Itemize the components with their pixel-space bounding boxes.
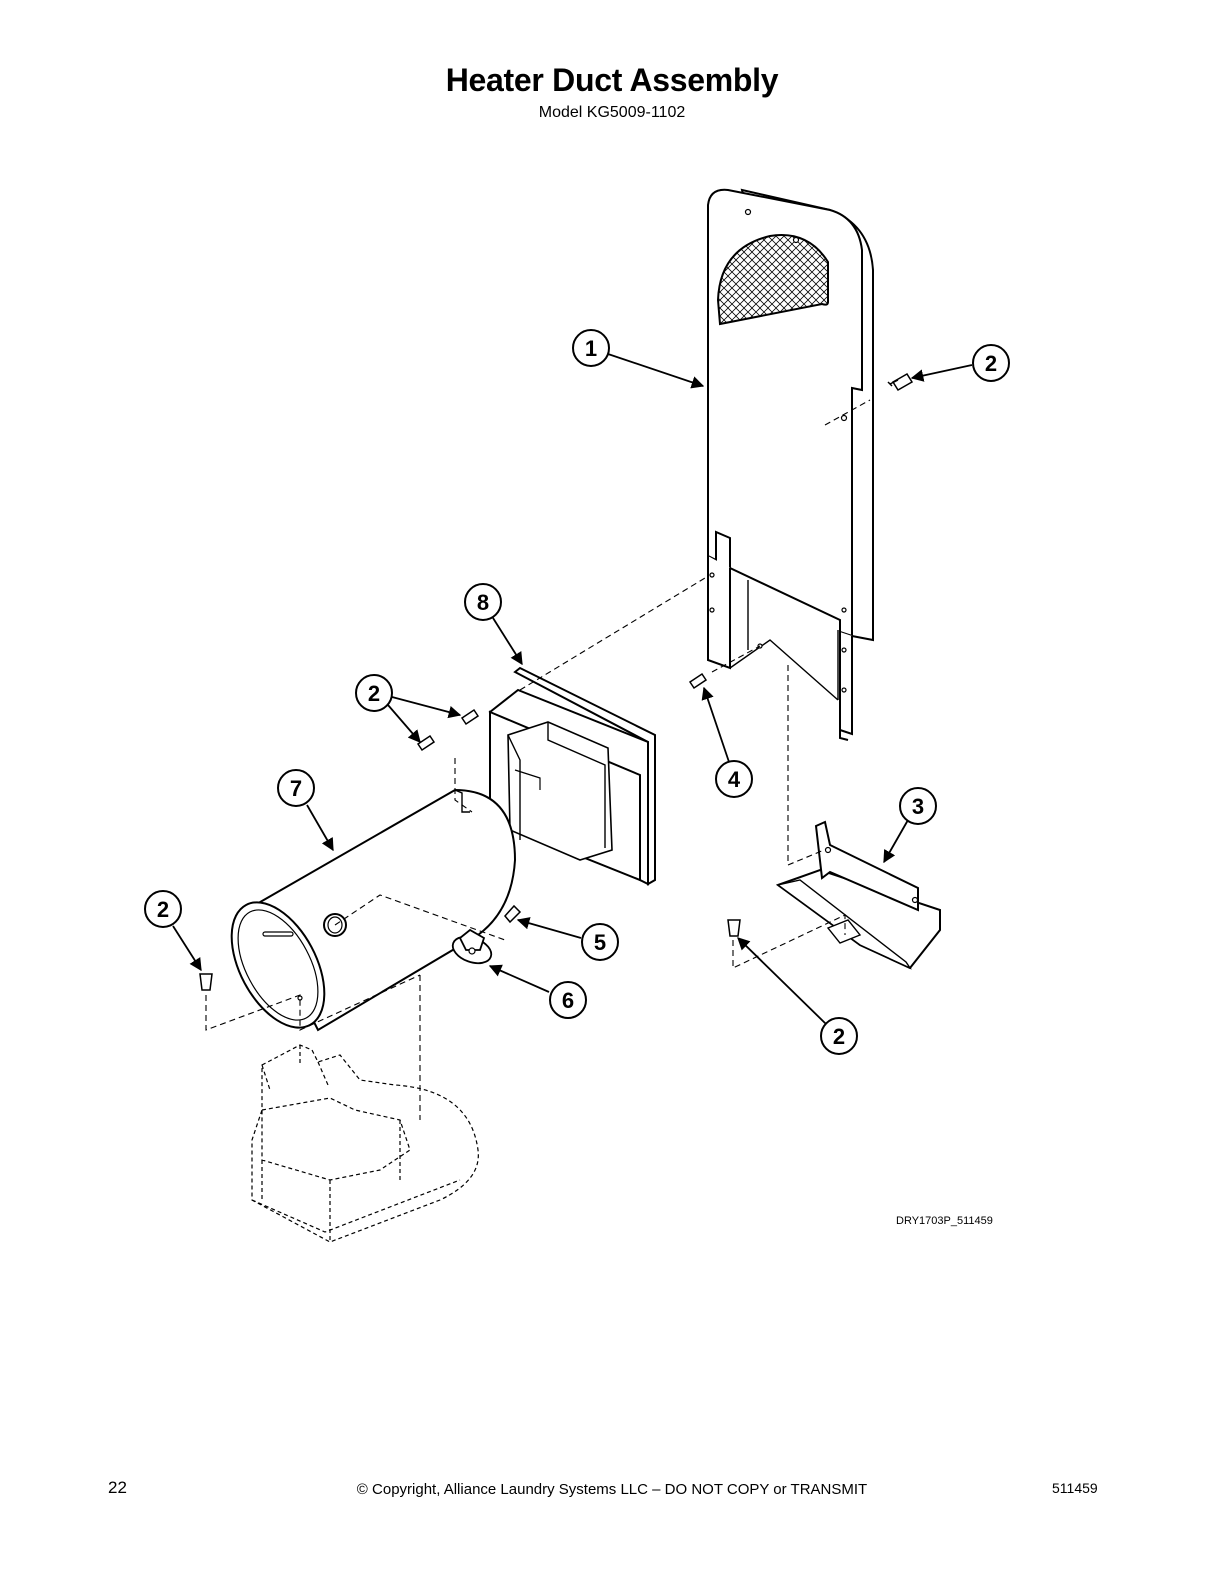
svg-text:2: 2 (833, 1024, 845, 1049)
svg-text:2: 2 (985, 351, 997, 376)
screw-icon (887, 372, 914, 392)
callout-5: 5 (581, 923, 619, 961)
callout-2: 2 (144, 890, 182, 928)
svg-text:8: 8 (477, 590, 489, 615)
callout-1: 1 (572, 329, 610, 367)
leader-lines (172, 353, 973, 1025)
heater-cylinder (230, 788, 517, 1032)
assembly-lines (205, 399, 871, 1120)
burner-housing-outline (251, 1044, 479, 1243)
screw-icon (727, 919, 741, 937)
callout-4: 4 (715, 760, 753, 798)
copyright-notice: © Copyright, Alliance Laundry Systems LL… (356, 1481, 868, 1498)
drawing-id: DRY1703P_511459 (896, 1215, 993, 1227)
svg-text:4: 4 (728, 767, 741, 792)
screw-icon (460, 708, 480, 726)
svg-text:2: 2 (157, 897, 169, 922)
duct-adapter-frame (488, 666, 656, 886)
callout-8: 8 (464, 583, 502, 621)
callout-7: 7 (277, 769, 315, 807)
svg-text:3: 3 (912, 794, 924, 819)
screw-icon (416, 734, 436, 752)
svg-text:5: 5 (594, 930, 606, 955)
document-number: 511459 (1052, 1480, 1098, 1496)
callout-6: 6 (549, 981, 587, 1019)
svg-text:1: 1 (585, 336, 597, 361)
callout-2: 2 (820, 1017, 858, 1055)
page-number: 22 (108, 1478, 127, 1497)
screw-icon (199, 973, 213, 991)
page-title: Heater Duct Assembly (445, 62, 779, 98)
heater-duct-panel (707, 188, 874, 741)
svg-text:6: 6 (562, 988, 574, 1013)
svg-text:7: 7 (290, 776, 302, 801)
model-number: Model KG5009-1102 (538, 104, 686, 121)
thermostat-bracket (451, 928, 493, 965)
svg-text:2: 2 (368, 681, 380, 706)
callout-2: 2 (355, 674, 393, 712)
duct-bracket (775, 820, 941, 970)
callout-2: 2 (972, 344, 1010, 382)
callout-3: 3 (899, 787, 937, 825)
screw-icon (504, 904, 522, 924)
screw-icon (688, 672, 708, 690)
